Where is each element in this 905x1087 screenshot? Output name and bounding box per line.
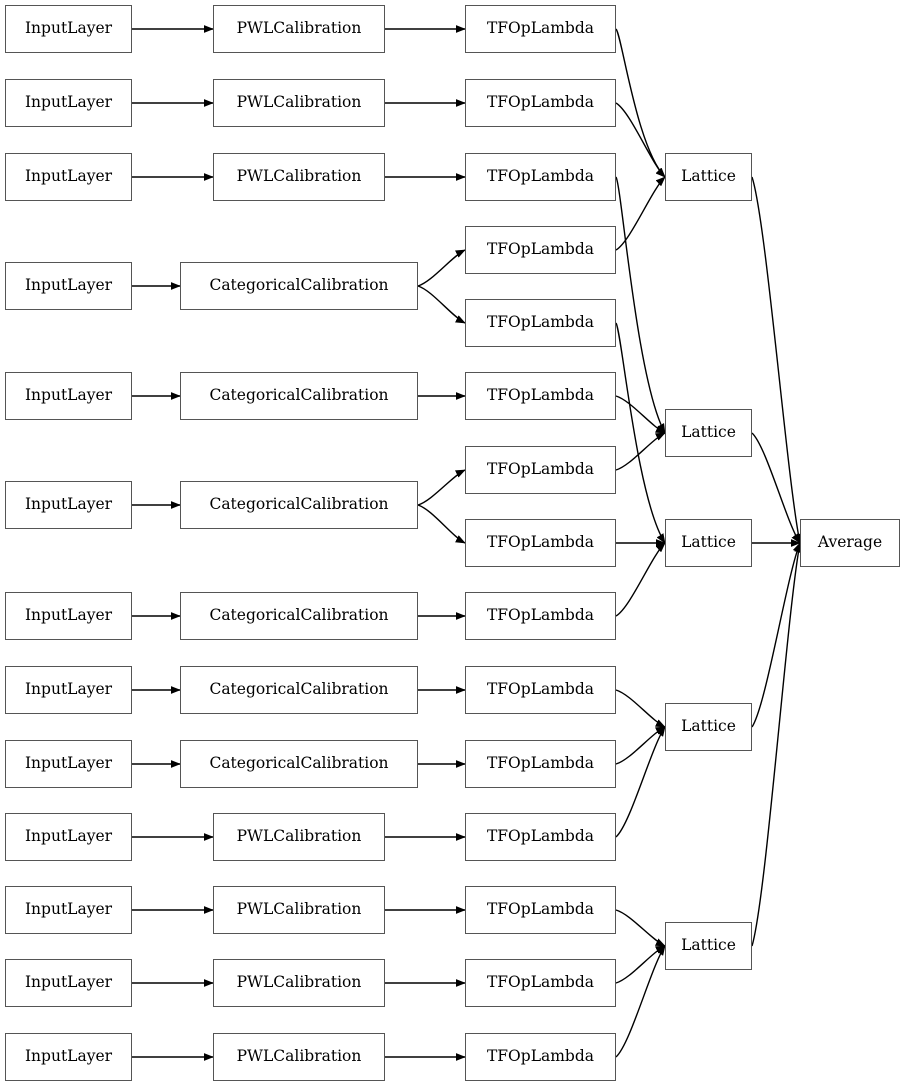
edge-op5-to-lat3 xyxy=(615,322,666,544)
edge-op6-to-lat2 xyxy=(615,395,666,434)
edge-op15-to-lat5 xyxy=(615,945,666,1058)
node-op1[interactable]: TFOpLambda xyxy=(465,5,616,53)
node-lat1[interactable]: Lattice xyxy=(665,153,752,201)
node-op5[interactable]: TFOpLambda xyxy=(465,299,616,347)
node-op15[interactable]: TFOpLambda xyxy=(465,1033,616,1081)
node-op7[interactable]: TFOpLambda xyxy=(465,446,616,494)
edge-lat4-to-avg xyxy=(751,542,801,728)
node-in11[interactable]: InputLayer xyxy=(5,886,132,934)
edge-op2-to-lat1 xyxy=(615,102,666,178)
edge-op13-to-lat5 xyxy=(615,909,666,947)
edge-cal4-to-op4 xyxy=(417,249,466,287)
edge-lat2-to-avg xyxy=(751,432,801,544)
node-cal4[interactable]: CategoricalCalibration xyxy=(180,262,418,310)
node-in2[interactable]: InputLayer xyxy=(5,79,132,127)
node-cal6[interactable]: CategoricalCalibration xyxy=(180,481,418,529)
node-op12[interactable]: TFOpLambda xyxy=(465,813,616,861)
node-op9[interactable]: TFOpLambda xyxy=(465,592,616,640)
node-op14[interactable]: TFOpLambda xyxy=(465,959,616,1007)
edge-op1-to-lat1 xyxy=(615,28,666,178)
node-op13[interactable]: TFOpLambda xyxy=(465,886,616,934)
node-in10[interactable]: InputLayer xyxy=(5,813,132,861)
node-cal5[interactable]: CategoricalCalibration xyxy=(180,372,418,420)
edge-cal6-to-op7 xyxy=(417,469,466,506)
edge-op10-to-lat4 xyxy=(615,689,666,728)
node-cal13[interactable]: PWLCalibration xyxy=(213,1033,385,1081)
edge-lat1-to-avg xyxy=(751,176,803,544)
edge-op4-to-lat1 xyxy=(615,176,666,251)
node-lat5[interactable]: Lattice xyxy=(665,922,752,970)
node-op11[interactable]: TFOpLambda xyxy=(465,740,616,788)
edge-op9-to-lat3 xyxy=(615,542,666,617)
node-op4[interactable]: TFOpLambda xyxy=(465,226,616,274)
node-cal8[interactable]: CategoricalCalibration xyxy=(180,666,418,714)
node-op8[interactable]: TFOpLambda xyxy=(465,519,616,567)
edge-op3-to-lat2 xyxy=(615,176,666,434)
edge-cal4-to-op5 xyxy=(417,285,466,324)
edge-op11-to-lat4 xyxy=(615,726,666,765)
node-cal12[interactable]: PWLCalibration xyxy=(213,959,385,1007)
node-in1[interactable]: InputLayer xyxy=(5,5,132,53)
edge-cal6-to-op8 xyxy=(417,504,466,544)
node-cal1[interactable]: PWLCalibration xyxy=(213,5,385,53)
node-avg[interactable]: Average xyxy=(800,519,900,567)
node-cal10[interactable]: PWLCalibration xyxy=(213,813,385,861)
node-cal3[interactable]: PWLCalibration xyxy=(213,153,385,201)
edge-op12-to-lat4 xyxy=(615,726,666,838)
node-lat3[interactable]: Lattice xyxy=(665,519,752,567)
node-in8[interactable]: InputLayer xyxy=(5,666,132,714)
node-in7[interactable]: InputLayer xyxy=(5,592,132,640)
node-op10[interactable]: TFOpLambda xyxy=(465,666,616,714)
node-cal7[interactable]: CategoricalCalibration xyxy=(180,592,418,640)
edge-op14-to-lat5 xyxy=(615,945,666,984)
node-in3[interactable]: InputLayer xyxy=(5,153,132,201)
node-in6[interactable]: InputLayer xyxy=(5,481,132,529)
node-cal9[interactable]: CategoricalCalibration xyxy=(180,740,418,788)
node-cal2[interactable]: PWLCalibration xyxy=(213,79,385,127)
node-op3[interactable]: TFOpLambda xyxy=(465,153,616,201)
edge-op7-to-lat2 xyxy=(615,432,666,471)
node-op6[interactable]: TFOpLambda xyxy=(465,372,616,420)
edge-lat5-to-avg xyxy=(751,542,803,947)
node-in4[interactable]: InputLayer xyxy=(5,262,132,310)
node-cal11[interactable]: PWLCalibration xyxy=(213,886,385,934)
node-in13[interactable]: InputLayer xyxy=(5,1033,132,1081)
node-in9[interactable]: InputLayer xyxy=(5,740,132,788)
node-op2[interactable]: TFOpLambda xyxy=(465,79,616,127)
node-in12[interactable]: InputLayer xyxy=(5,959,132,1007)
node-lat4[interactable]: Lattice xyxy=(665,703,752,751)
node-lat2[interactable]: Lattice xyxy=(665,409,752,457)
node-in5[interactable]: InputLayer xyxy=(5,372,132,420)
